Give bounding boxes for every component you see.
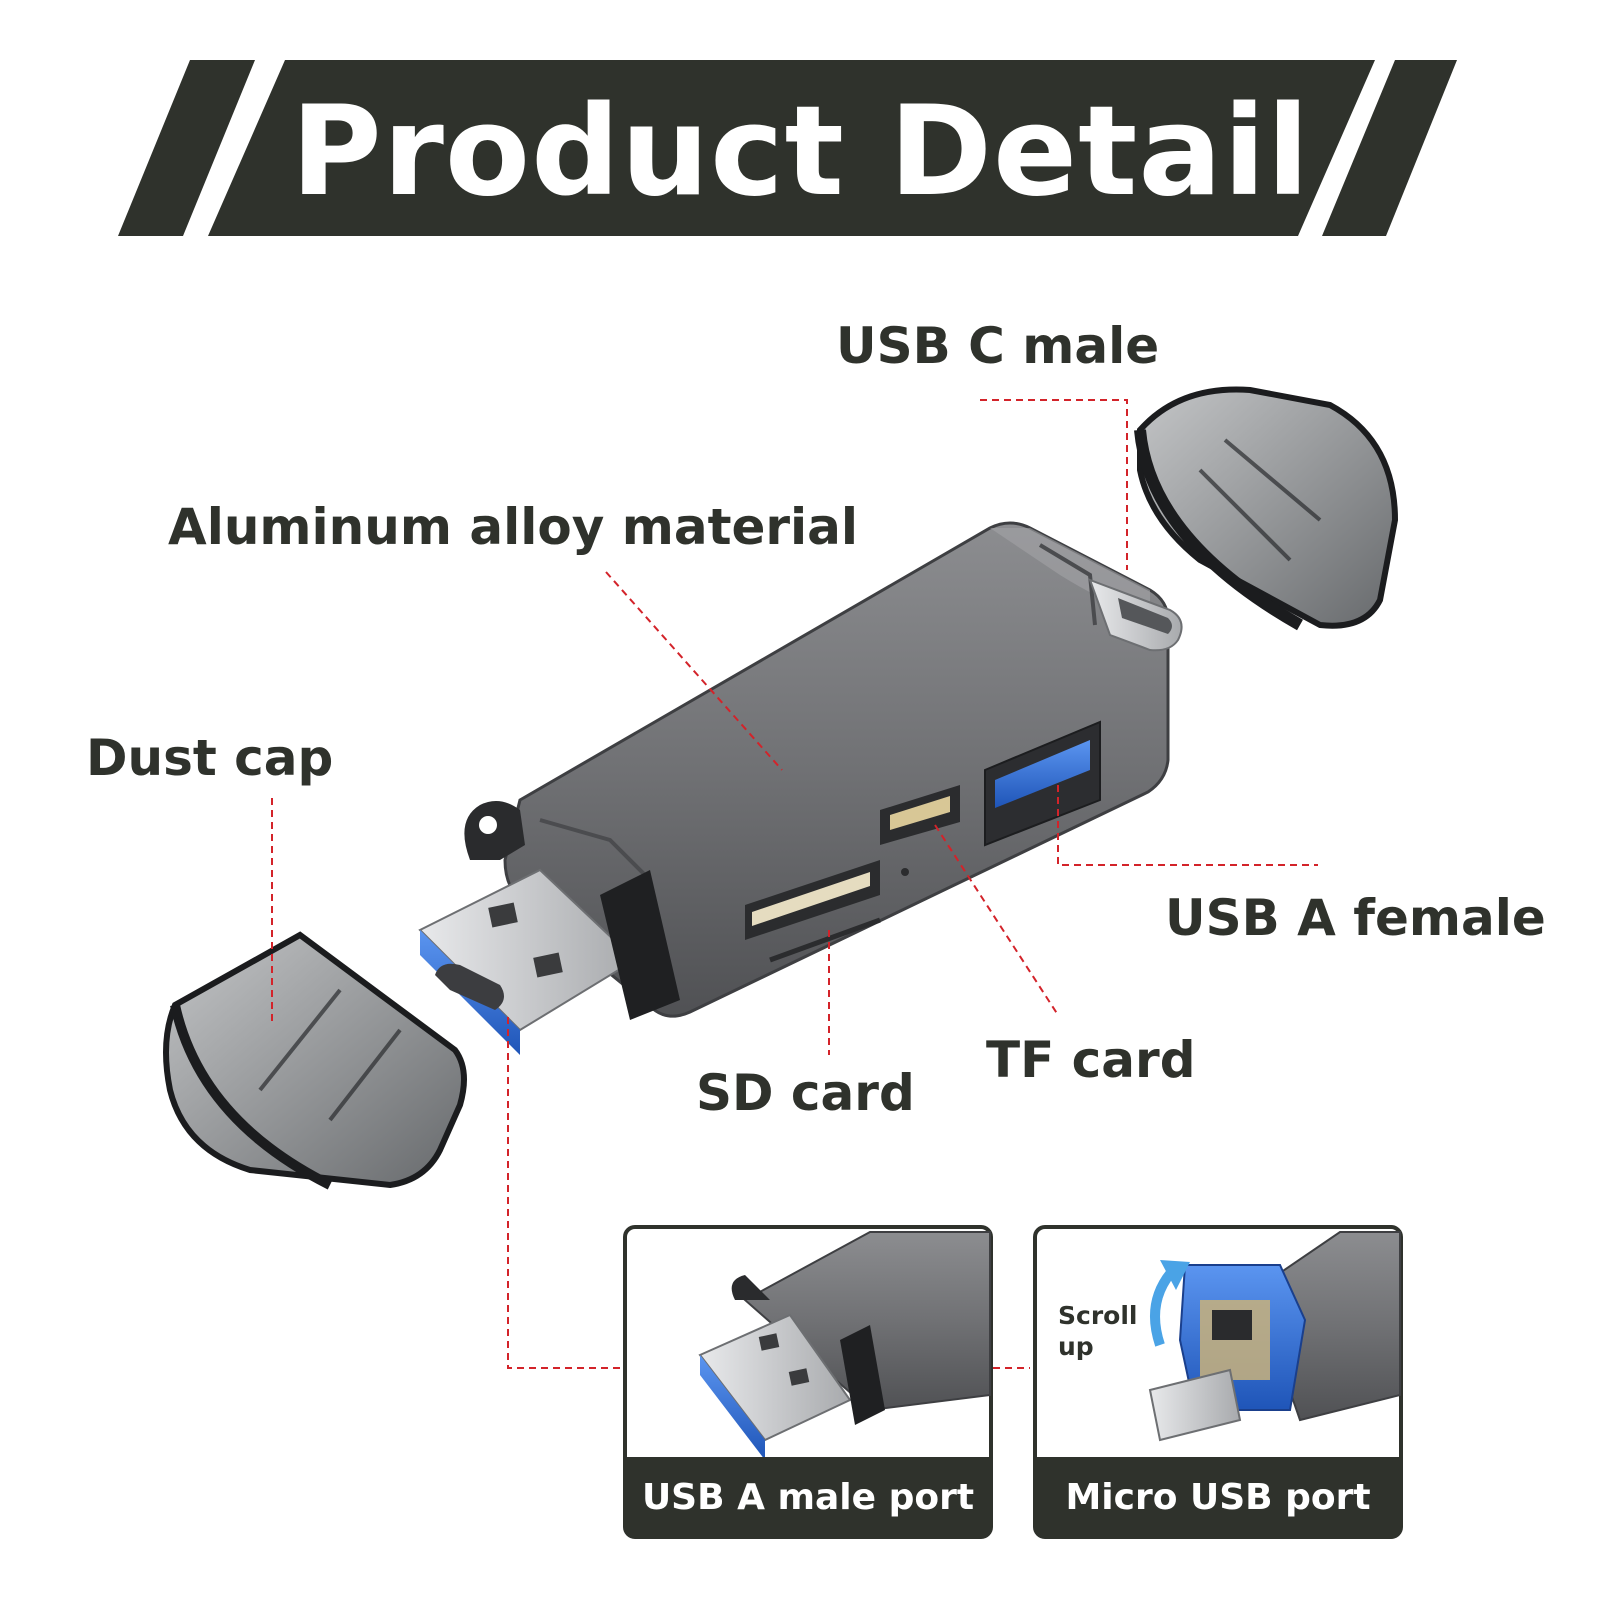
banner-stripe-left <box>118 60 255 236</box>
label-usb-c-male: USB C male <box>836 317 1160 375</box>
page-title: Product Detail <box>290 80 1311 224</box>
usb-c-connector <box>1088 578 1183 652</box>
leader-tf-card <box>934 824 1059 1016</box>
dust-cap-right <box>1134 386 1399 631</box>
banner-stripe-right <box>1322 60 1457 236</box>
usb-a-male-connector <box>418 868 680 1055</box>
inset-micro-usb <box>1033 1225 1403 1539</box>
leader-usb-a-male-inset <box>507 1017 620 1369</box>
label-dust-cap: Dust cap <box>86 729 334 787</box>
scroll-hint-line2: up <box>1058 1332 1094 1362</box>
label-usb-a-female: USB A female <box>1165 889 1546 947</box>
leader-usb-a-female <box>1057 785 1318 866</box>
title-banner <box>118 60 1457 236</box>
caption-micro-usb-port: Micro USB port <box>1065 1476 1371 1518</box>
label-aluminum-alloy: Aluminum alloy material <box>168 498 859 556</box>
leader-aluminum <box>605 571 783 771</box>
label-tf-card: TF card <box>986 1031 1196 1089</box>
inset-usb-a-male <box>623 1225 993 1539</box>
scroll-hint-line1: Scroll <box>1058 1301 1138 1330</box>
label-sd-card: SD card <box>696 1064 915 1122</box>
dust-cap-left <box>163 931 467 1190</box>
caption-usb-a-male-port: USB A male port <box>641 1476 975 1518</box>
scroll-up-arrowhead-icon <box>1160 1260 1190 1290</box>
banner-bar <box>208 60 1375 236</box>
leader-lines <box>271 399 1318 1369</box>
scroll-up-hint: Scroll up <box>1058 1300 1137 1363</box>
leader-usb-c <box>980 399 1128 570</box>
